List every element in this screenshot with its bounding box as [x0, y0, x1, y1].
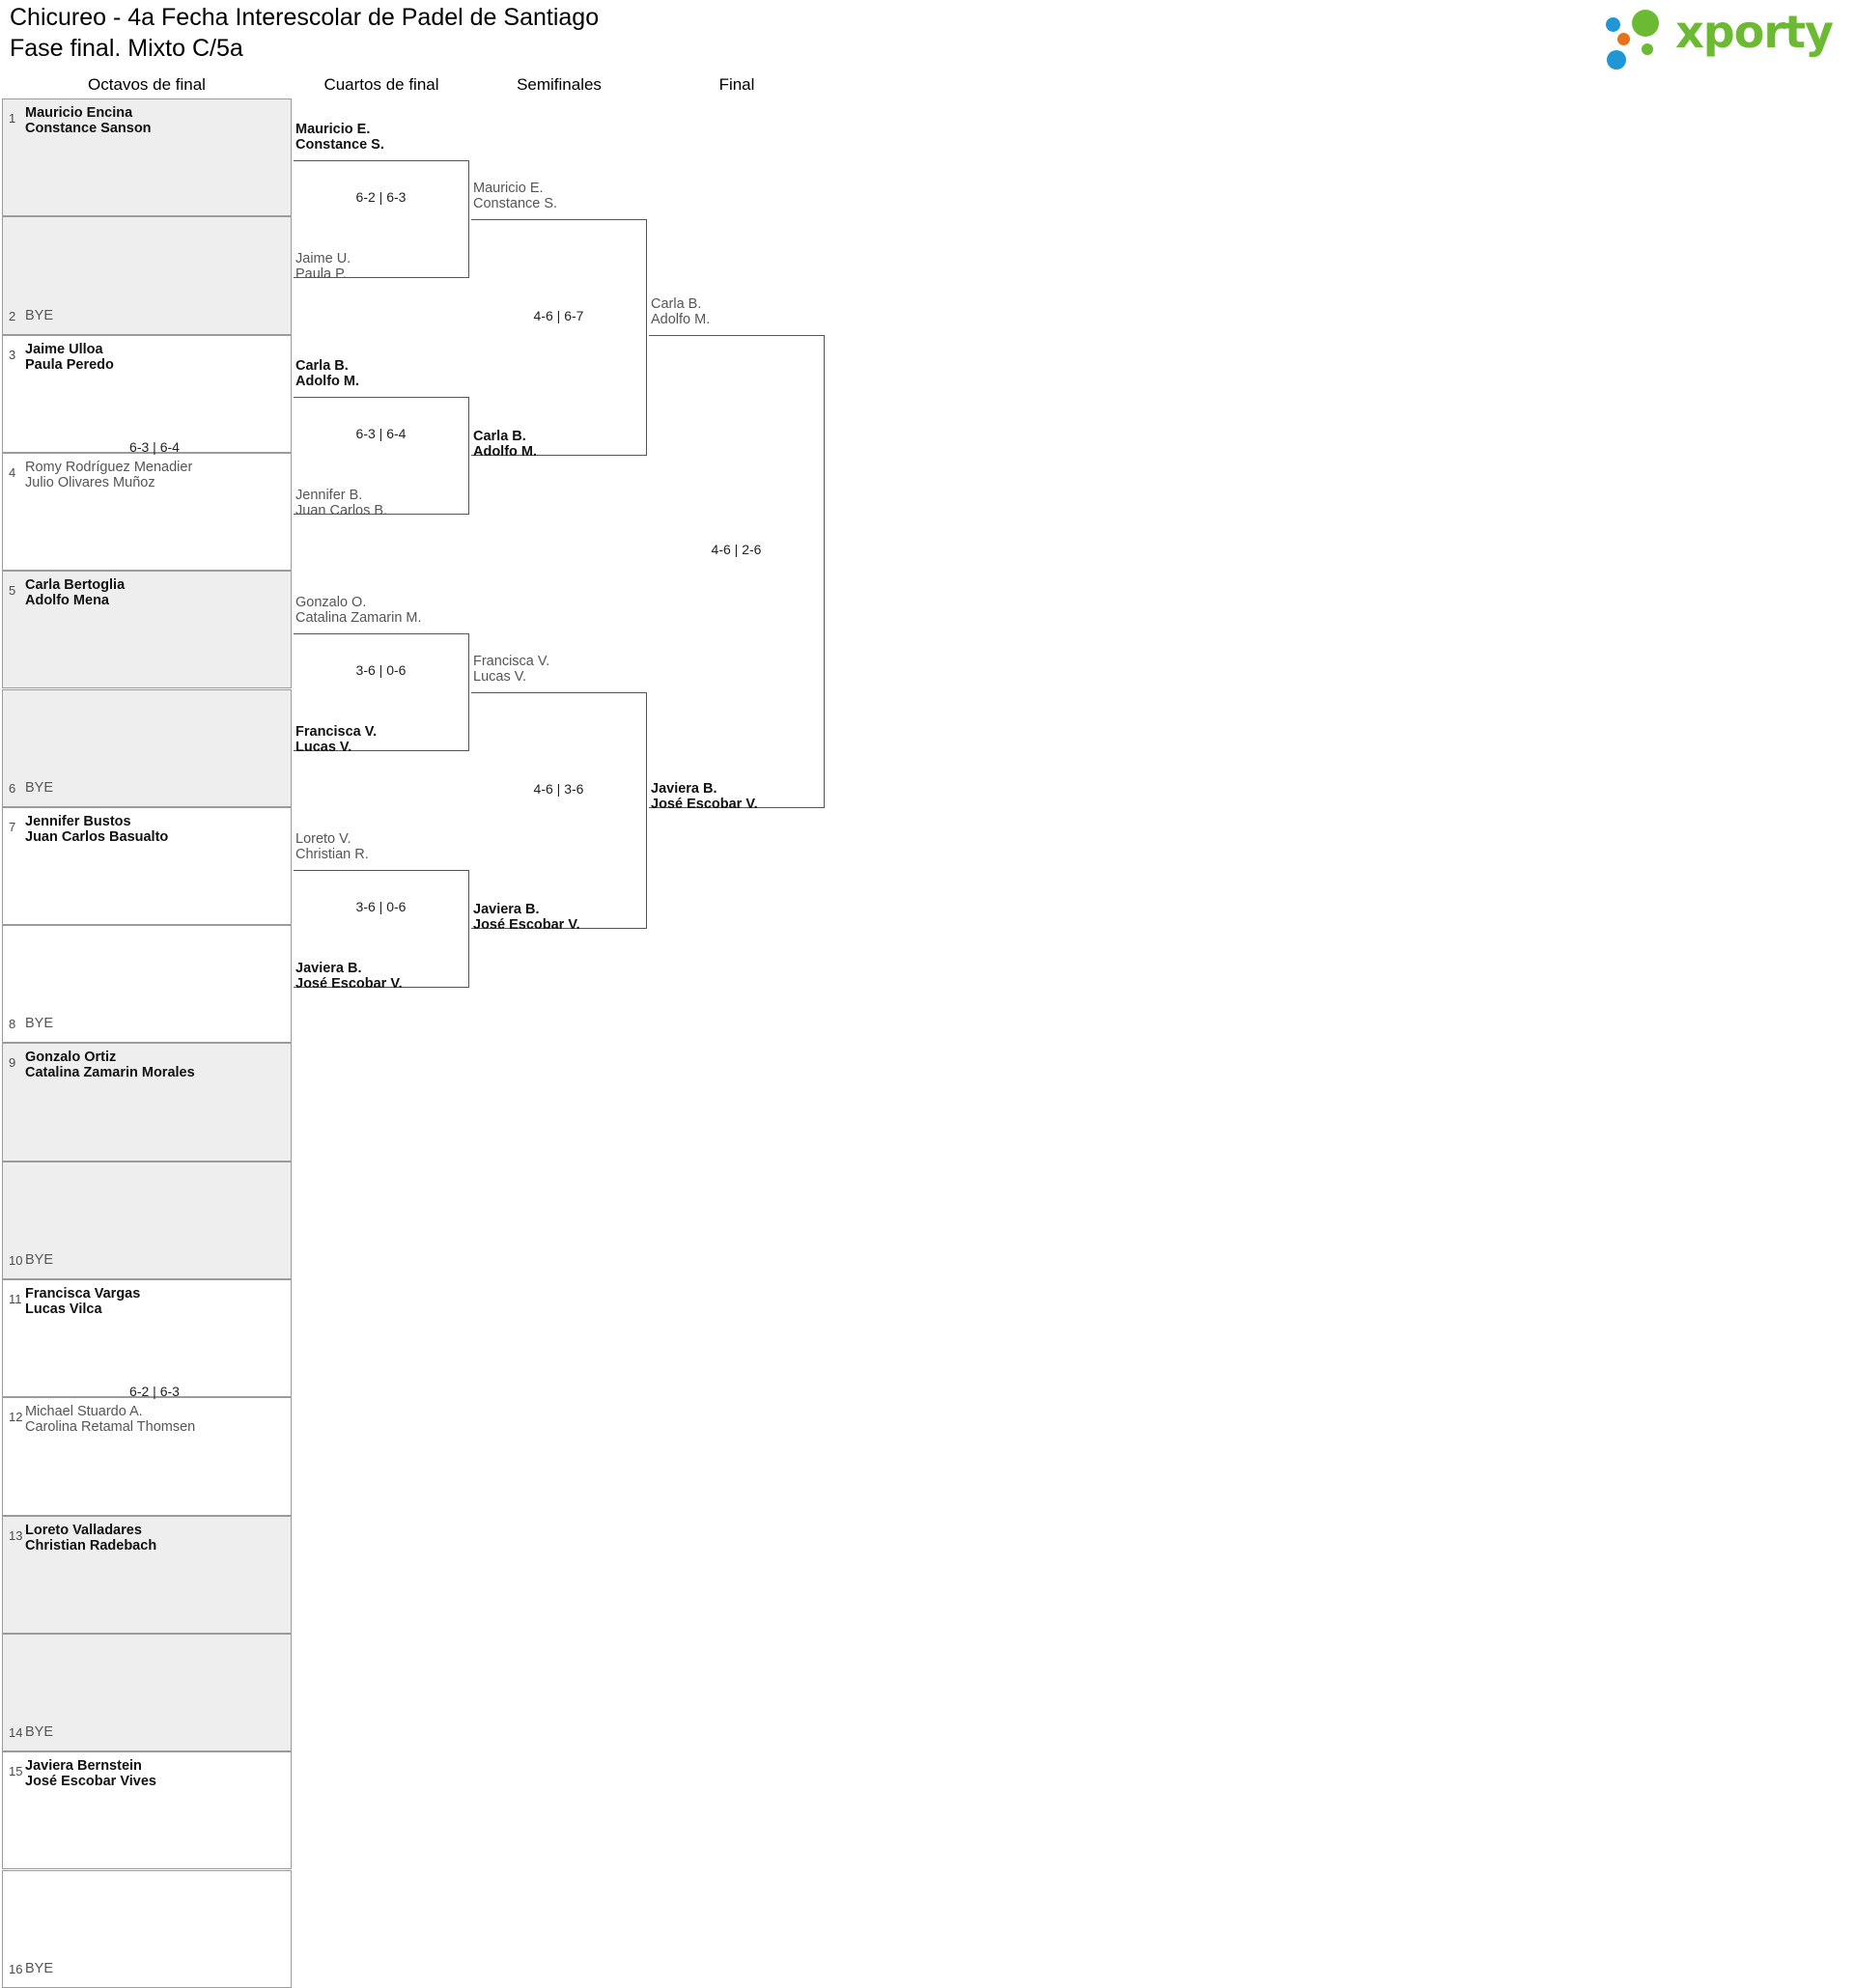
round-header-semis: Semifinales	[517, 75, 602, 94]
logo-dots-icon	[1606, 8, 1670, 70]
team-name: Carla Bertoglia Adolfo Mena	[25, 577, 126, 609]
seed-number: 3	[9, 347, 16, 362]
match-score: 6-2 | 6-3	[355, 189, 407, 205]
seed-number: 5	[9, 583, 16, 599]
seed-number: 8	[9, 1017, 16, 1032]
final-top-team[interactable]: Carla B. Adolfo M.	[651, 296, 711, 327]
page-title: Chicureo - 4a Fecha Interescolar de Pade…	[10, 4, 600, 62]
qf4-connector: 3-6 | 0-6	[294, 870, 469, 988]
seed-number: 13	[9, 1527, 23, 1543]
match-score: 3-6 | 0-6	[355, 899, 407, 914]
team-name: Mauricio Encina Constance Sanson	[25, 105, 152, 136]
qf1-bottom-team[interactable]: Jaime U. Paula P.	[295, 251, 351, 282]
seed-number: 12	[9, 1410, 23, 1425]
match-score: 4-6 | 6-7	[533, 307, 584, 323]
match-score: 3-6 | 0-6	[355, 662, 407, 678]
bracket-slot-4[interactable]: 4 Romy Rodríguez Menadier Julio Olivares …	[2, 452, 292, 572]
bracket-slot-1[interactable]: 1 Mauricio Encina Constance Sanson	[2, 98, 292, 217]
sf2-top-team[interactable]: Francisca V. Lucas V.	[473, 654, 550, 685]
seed-number: 9	[9, 1055, 16, 1071]
qf3-connector: 3-6 | 0-6	[294, 633, 469, 751]
round-header-cuartos: Cuartos de final	[323, 75, 439, 94]
seed-number: 6	[9, 780, 16, 796]
logo-wordmark: xporty	[1675, 6, 1834, 58]
team-name: Loreto Valladares Christian Radebach	[25, 1522, 157, 1554]
team-name: Romy Rodríguez Menadier Julio Olivares M…	[25, 459, 193, 490]
team-name: Gonzalo Ortiz Catalina Zamarin Morales	[25, 1050, 195, 1081]
match-score: 6-3 | 6-4	[129, 438, 180, 455]
qf3-top-team[interactable]: Gonzalo O. Catalina Zamarin M.	[295, 595, 422, 626]
bracket-slot-2[interactable]: 2 BYE	[2, 216, 292, 335]
team-name: Javiera Bernstein José Escobar Vives	[25, 1758, 156, 1790]
bye-label: BYE	[25, 1724, 54, 1741]
bye-label: BYE	[25, 779, 54, 796]
bye-label: BYE	[25, 1016, 54, 1032]
bracket-slot-9[interactable]: 9 Gonzalo Ortiz Catalina Zamarin Morales	[2, 1043, 292, 1162]
qf2-bottom-team[interactable]: Jennifer B. Juan Carlos B.	[295, 488, 388, 518]
bye-label: BYE	[25, 1251, 54, 1268]
seed-number: 7	[9, 819, 16, 834]
seed-number: 1	[9, 111, 16, 126]
match-score: 4-6 | 3-6	[533, 780, 584, 797]
team-name: Michael Stuardo A. Carolina Retamal Thom…	[25, 1404, 196, 1436]
qf2-connector: 6-3 | 6-4	[294, 397, 469, 515]
sf2-connector: 4-6 | 3-6	[471, 692, 647, 929]
xporty-logo: xporty	[1606, 6, 1834, 70]
team-name: Francisca Vargas Lucas Vilca	[25, 1286, 141, 1317]
round-header-octavos: Octavos de final	[88, 75, 206, 94]
bracket-slot-8[interactable]: 8 BYE	[2, 925, 292, 1044]
qf3-bottom-team[interactable]: Francisca V. Lucas V.	[295, 724, 378, 755]
qf4-top-team[interactable]: Loreto V. Christian R.	[295, 831, 369, 862]
team-name: Jaime Ulloa Paula Peredo	[25, 341, 114, 373]
seed-number: 16	[9, 1961, 23, 1976]
seed-number: 2	[9, 308, 16, 323]
qf1-connector: 6-2 | 6-3	[294, 160, 469, 278]
bye-label: BYE	[25, 307, 54, 323]
team-name: Jennifer Bustos Juan Carlos Basualto	[25, 813, 169, 845]
qf4-bottom-team[interactable]: Javiera B. José Escobar V.	[295, 961, 403, 992]
seed-number: 10	[9, 1252, 23, 1268]
seed-number: 14	[9, 1725, 23, 1741]
bracket-slot-3[interactable]: 3 Jaime Ulloa Paula Peredo	[2, 334, 292, 453]
sf1-connector: 4-6 | 6-7	[471, 219, 647, 456]
seed-number: 15	[9, 1764, 23, 1779]
seed-number: 4	[9, 464, 16, 480]
qf2-top-team[interactable]: Carla B. Adolfo M.	[295, 358, 360, 389]
match-score: 4-6 | 2-6	[711, 542, 762, 557]
sf1-top-team[interactable]: Mauricio E. Constance S.	[473, 181, 558, 211]
round-header-final: Final	[718, 75, 755, 94]
bye-label: BYE	[25, 1960, 54, 1976]
match-score: 6-3 | 6-4	[355, 426, 407, 441]
bracket-slot-7[interactable]: 7 Jennifer Bustos Juan Carlos Basualto	[2, 806, 292, 926]
sf1-bottom-team[interactable]: Carla B. Adolfo M.	[473, 429, 538, 460]
final-bottom-team[interactable]: Javiera B. José Escobar V.	[651, 781, 758, 812]
bracket-slot-5[interactable]: 5 Carla Bertoglia Adolfo Mena	[2, 571, 292, 689]
qf1-top-team[interactable]: Mauricio E. Constance S.	[295, 122, 384, 153]
seed-number: 11	[9, 1292, 22, 1306]
sf2-bottom-team[interactable]: Javiera B. José Escobar V.	[473, 902, 580, 933]
match-score: 6-2 | 6-3	[129, 1384, 180, 1400]
bracket-slot-6[interactable]: 6 BYE	[2, 688, 292, 807]
final-connector: 4-6 | 2-6	[649, 335, 825, 808]
